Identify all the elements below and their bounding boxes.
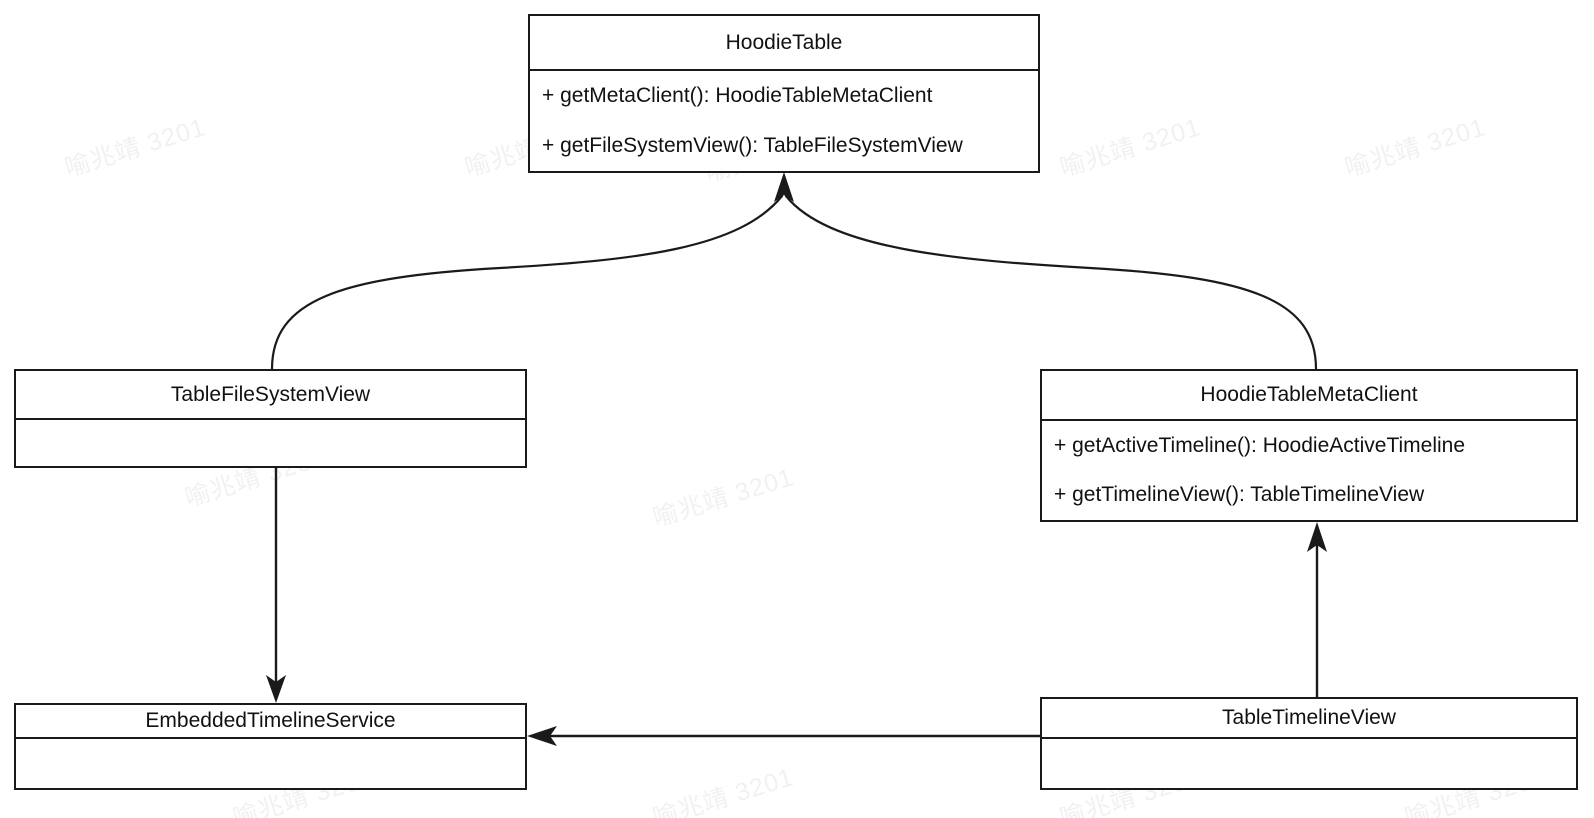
class-name-hoodie-table-meta-client: HoodieTableMetaClient <box>1042 371 1576 421</box>
class-member-row: + getMetaClient(): HoodieTableMetaClient <box>542 84 933 107</box>
watermark-label: 喻兆靖 3201 <box>649 463 798 533</box>
relationship-hoodietablemetaclient-to-hoodietable <box>784 194 1318 371</box>
class-box-embedded-timeline-service[interactable]: EmbeddedTimelineService <box>14 703 527 790</box>
class-name-hoodie-table: HoodieTable <box>530 16 1038 71</box>
relationship-tabletimelineview-to-embeddedtimelineservice <box>527 726 1040 746</box>
class-members-hoodie-table: + getMetaClient(): HoodieTableMetaClient… <box>530 71 1038 171</box>
class-box-hoodie-table[interactable]: HoodieTable + getMetaClient(): HoodieTab… <box>528 14 1040 173</box>
class-name-table-timeline-view: TableTimelineView <box>1042 699 1576 739</box>
relationship-tabletimelineview-to-hoodietablemetaclient <box>1307 522 1327 697</box>
class-members-embedded-timeline-service <box>16 739 525 788</box>
arrowhead-into-hoodietable <box>774 172 794 202</box>
class-members-table-timeline-view <box>1042 739 1576 788</box>
class-member-row: + getTimelineView(): TableTimelineView <box>1054 482 1425 506</box>
relationship-tablefilesystemview-to-embeddedtimelineservice <box>266 468 286 703</box>
class-member-row: + getActiveTimeline(): HoodieActiveTimel… <box>1054 433 1466 457</box>
class-box-table-file-system-view[interactable]: TableFileSystemView <box>14 369 527 468</box>
watermark-label: 喻兆靖 3201 <box>1341 113 1490 183</box>
class-name-table-file-system-view: TableFileSystemView <box>16 371 525 420</box>
watermark-label: 喻兆靖 3201 <box>61 113 210 183</box>
relationship-tablefilesystemview-to-hoodietable <box>270 194 784 371</box>
class-members-hoodie-table-meta-client: + getActiveTimeline(): HoodieActiveTimel… <box>1042 421 1576 520</box>
watermark-label: 喻兆靖 3201 <box>649 763 798 818</box>
class-box-hoodie-table-meta-client[interactable]: HoodieTableMetaClient + getActiveTimelin… <box>1040 369 1578 522</box>
class-name-embedded-timeline-service: EmbeddedTimelineService <box>16 705 525 739</box>
watermark-label: 喻兆靖 3201 <box>1056 113 1205 183</box>
class-member-row: + getFileSystemView(): TableFileSystemVi… <box>542 134 963 157</box>
class-box-table-timeline-view[interactable]: TableTimelineView <box>1040 697 1578 790</box>
class-members-table-file-system-view <box>16 420 525 466</box>
